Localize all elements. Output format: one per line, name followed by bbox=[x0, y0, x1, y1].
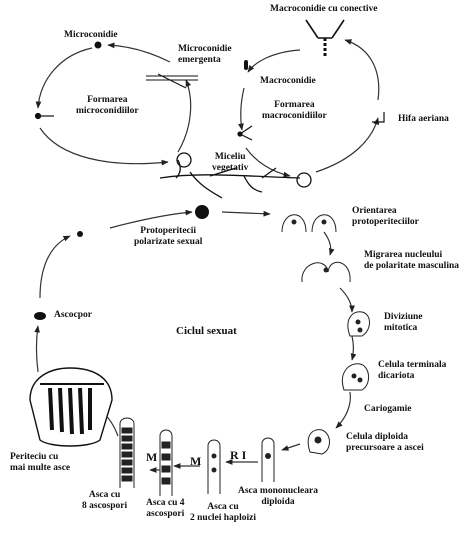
division-cell bbox=[347, 311, 370, 337]
mycelium-illustration bbox=[159, 152, 312, 199]
formarea-microconidii-icon bbox=[34, 112, 54, 120]
arrow-macroconidia-to-mycelium bbox=[245, 147, 291, 178]
label-microconidie: Microconidie bbox=[64, 30, 118, 40]
microconidia-illustrations bbox=[34, 41, 198, 120]
label-macroconidie: Macroconidie bbox=[260, 76, 316, 86]
label-formarea-microconidiilor: Formarea microconidiilor bbox=[76, 95, 139, 116]
label-migrarea: Migrarea nucleului de polaritate masculi… bbox=[364, 250, 459, 271]
label-miceliu-vegetativ: Miceliu vegetativ bbox=[212, 152, 249, 173]
label-diviziune: Diviziune mitotica bbox=[384, 312, 423, 333]
arrow-diploid-to-mononuclear bbox=[281, 443, 301, 451]
sexual-cycle-cells bbox=[281, 214, 370, 455]
asca-mononucleara bbox=[261, 437, 275, 482]
arrow-division-to-dikaryotic bbox=[350, 335, 357, 361]
label-hifa-aeriana: Hifa aeriana bbox=[398, 114, 449, 124]
microconidie-emergenta-icon bbox=[146, 73, 198, 89]
label-asca-2: Asca cu 2 nuclei haploizi bbox=[190, 502, 256, 523]
label-ascospor: Ascocpor bbox=[54, 310, 92, 320]
label-meiosis-m2: M bbox=[190, 454, 202, 468]
arrow-microconidia-loop-top bbox=[35, 47, 93, 109]
label-meiosis-ri: R I bbox=[230, 448, 247, 462]
label-formarea-macroconidiilor: Formarea macroconidiilor bbox=[262, 100, 327, 121]
label-microconidie-emergenta: Microconidie emergenta bbox=[178, 44, 232, 65]
label-orientarea: Orientarea protoperiteciilor bbox=[352, 206, 419, 227]
arrow-mycelium-to-hifa bbox=[315, 117, 380, 173]
arrow-perithecium-to-ascospor bbox=[34, 325, 40, 373]
protoperitecium-illustration bbox=[77, 205, 209, 237]
arrow-orientation-to-migration bbox=[323, 231, 335, 256]
arrow-mycelium-to-emergence bbox=[177, 79, 192, 153]
macroconidie-icon bbox=[244, 60, 248, 70]
formarea-macroconidii-icon bbox=[237, 125, 253, 141]
macroconidia-illustrations bbox=[237, 19, 385, 141]
arrow-ascospor-up bbox=[39, 235, 71, 299]
arrow-migration-to-division bbox=[339, 287, 355, 313]
cycle-arrows bbox=[34, 39, 380, 473]
label-periteciu: Periteciu cu mai multe asce bbox=[10, 452, 71, 473]
arrow-emergence-to-microconidie bbox=[107, 42, 171, 63]
arrow-dikaryotic-to-caryogamy bbox=[335, 391, 351, 429]
label-celula-diploida: Celula diploida precursoare a ascei bbox=[346, 432, 424, 453]
migration-cells bbox=[301, 261, 351, 283]
label-ciclul-sexuat: Ciclul sexuat bbox=[176, 325, 237, 337]
arrow-hifa-loop bbox=[344, 39, 380, 101]
label-asca-4: Asca cu 4 ascospori bbox=[146, 498, 185, 519]
ascospor-illustration bbox=[34, 312, 46, 320]
asca-8-ascospori bbox=[119, 417, 135, 488]
asca-2-nuclei bbox=[207, 439, 221, 494]
macroconidie-cu-conective-icon bbox=[305, 19, 345, 58]
label-asca-mononucleara: Asca mononucleara diploida bbox=[238, 486, 318, 507]
label-macroconidie-cu-conective: Macroconidie cu conective bbox=[270, 4, 378, 14]
arrow-macroconidie-down bbox=[238, 87, 245, 131]
dikaryotic-cell bbox=[342, 363, 369, 391]
arrow-conective-to-macroconidie bbox=[247, 49, 301, 73]
label-celula-terminala: Celula terminala dicariota bbox=[378, 360, 447, 381]
microconidie-dot bbox=[94, 41, 102, 49]
arrow-ascospor-to-proto bbox=[109, 209, 193, 229]
orientation-cells bbox=[281, 214, 337, 233]
asca-4-ascospori bbox=[159, 429, 173, 496]
diploid-cell bbox=[307, 429, 330, 455]
arrow-proto-to-orientation bbox=[221, 210, 271, 217]
arrow-microconidia-to-mycelium bbox=[39, 127, 169, 166]
perithecium-illustration bbox=[29, 367, 113, 447]
label-protoperitecii: Protoperitecii polarizate sexual bbox=[134, 226, 203, 247]
hifa-aeriana-icon bbox=[372, 112, 385, 123]
label-asca-8: Asca cu 8 ascospori bbox=[82, 490, 128, 511]
label-meiosis-m1: M bbox=[146, 450, 158, 464]
label-cariogamie: Cariogamie bbox=[364, 404, 412, 414]
asci-illustrations bbox=[119, 417, 275, 496]
